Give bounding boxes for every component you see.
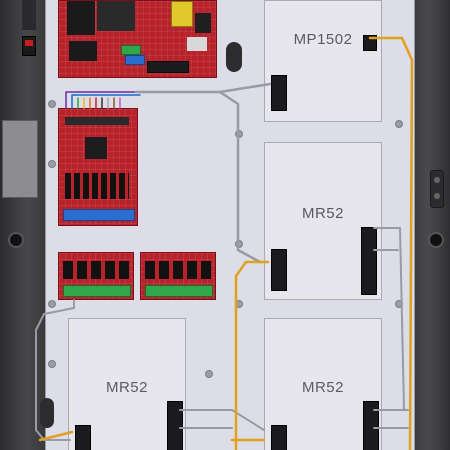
- controller-board: [58, 108, 138, 226]
- ribbon-wires: [65, 91, 141, 109]
- grommet-icon: [8, 232, 24, 248]
- orange-wire: [368, 36, 414, 450]
- relay-bank: [145, 261, 211, 279]
- power-switch-icon[interactable]: [22, 36, 36, 56]
- gray-wire: [373, 227, 405, 411]
- mr52-board-left-bottom: MR52: [68, 318, 186, 450]
- board-label: MR52: [301, 205, 344, 222]
- relay-component: [187, 37, 207, 51]
- microcontroller-chip: [85, 137, 107, 159]
- capacitor: [195, 13, 211, 33]
- mount-hole: [205, 370, 213, 378]
- left-bracket-plate: [2, 120, 38, 198]
- gray-wire: [134, 82, 272, 94]
- left-rail-slot: [22, 0, 36, 30]
- relay-bank: [65, 173, 129, 199]
- transformer-component: [67, 1, 95, 35]
- heatsink-component: [97, 1, 135, 31]
- mr52-board-right-middle: MR52: [264, 142, 382, 300]
- terminal-block: [63, 209, 135, 221]
- terminal-strip: [147, 61, 189, 73]
- terminal-strip: [361, 227, 377, 295]
- mp1502-board: MP1502: [264, 0, 382, 122]
- grommet-icon: [428, 232, 444, 248]
- gray-wire: [35, 299, 75, 441]
- orange-wire: [38, 430, 74, 442]
- relay-bank: [63, 261, 129, 279]
- left-side-rail: [0, 0, 45, 450]
- board-label: MR52: [105, 379, 148, 396]
- relay-module-left: [58, 252, 134, 300]
- gray-wire: [218, 90, 262, 264]
- mount-hole: [48, 360, 56, 368]
- right-latch[interactable]: [430, 170, 444, 208]
- mount-hole: [48, 100, 56, 108]
- mount-hole: [48, 160, 56, 168]
- terminal-strip: [75, 425, 91, 450]
- terminal-strip: [363, 401, 379, 450]
- terminal-strip: [271, 425, 287, 450]
- connector-block: [69, 41, 97, 61]
- board-label: MP1502: [293, 31, 353, 48]
- backplate-slot: [40, 398, 54, 428]
- orange-wire: [234, 260, 270, 450]
- mount-hole: [48, 300, 56, 308]
- terminal-strip: [271, 75, 287, 111]
- gray-wire: [179, 409, 265, 431]
- backplate-slot: [226, 42, 242, 72]
- terminal-block: [121, 45, 141, 55]
- mr52-board-right-bottom: MR52: [264, 318, 382, 450]
- board-label: MR52: [301, 379, 344, 396]
- right-side-rail: [413, 0, 450, 450]
- relay-module-right: [140, 252, 216, 300]
- terminal-strip: [271, 249, 287, 291]
- mount-hole: [395, 120, 403, 128]
- terminal-strip: [167, 401, 183, 450]
- header-connector: [65, 117, 129, 125]
- terminal-block: [63, 285, 131, 297]
- transformer-yellow: [171, 1, 193, 27]
- power-supply-board: [58, 0, 217, 78]
- terminal-block: [145, 285, 213, 297]
- terminal-block: [125, 55, 145, 65]
